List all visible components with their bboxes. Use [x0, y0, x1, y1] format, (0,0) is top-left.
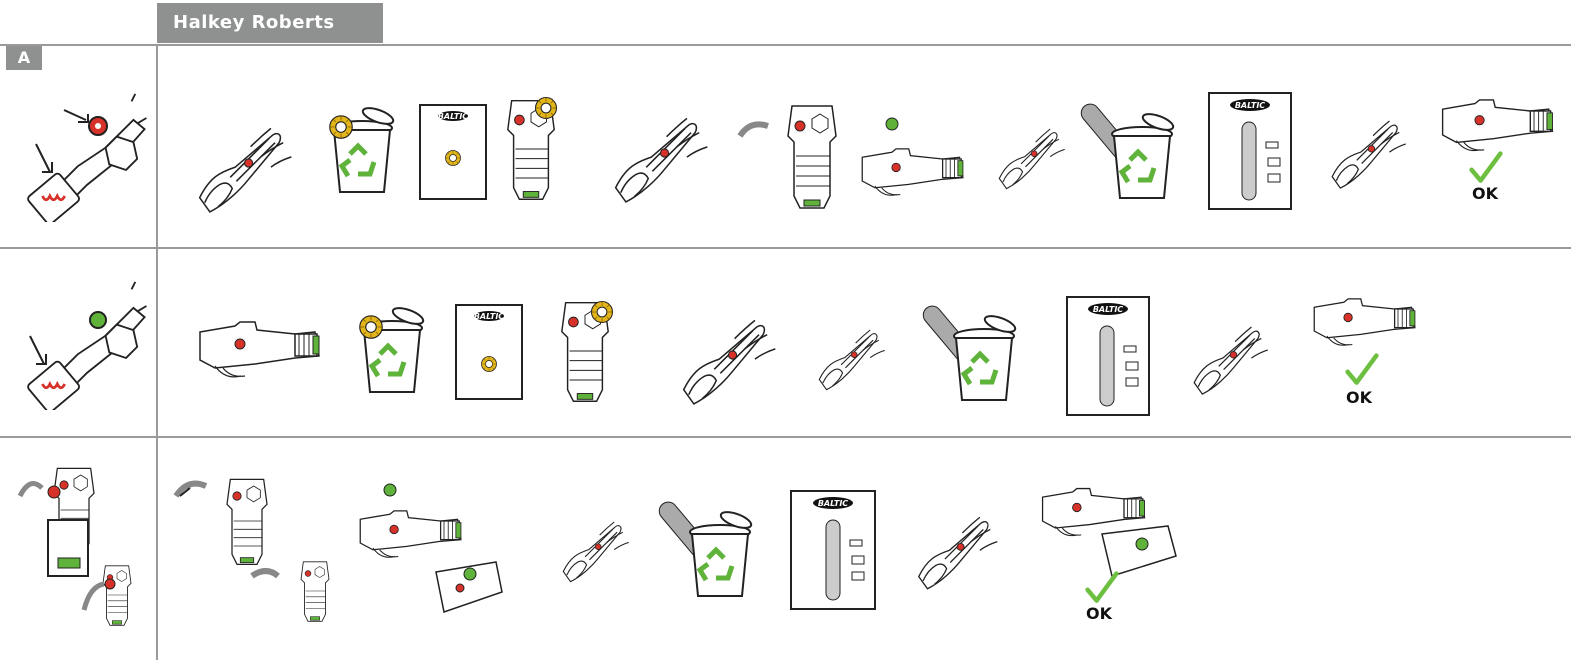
row-3-step-6 — [910, 486, 1006, 606]
hand-icon — [188, 106, 303, 218]
arrow-icon — [62, 106, 92, 126]
row-2-lever-diagram — [22, 280, 152, 410]
row-1-step-4 — [496, 84, 566, 214]
row-1-step-10: BALTIC — [1208, 92, 1292, 210]
column-divider — [156, 44, 158, 660]
bobbin-card-icon: BALTIC — [455, 304, 523, 400]
box-logo-text: BALTIC — [1093, 305, 1123, 314]
row-2-step-8: BALTIC — [1066, 296, 1150, 416]
row-1-lever-diagram — [22, 92, 152, 222]
row-3-step-1 — [172, 466, 342, 626]
inflator-icon — [356, 472, 506, 622]
row-1-step-3: BALTIC — [419, 104, 487, 200]
row-divider — [0, 436, 1571, 438]
row-2-step-1 — [190, 312, 330, 382]
row-2-step-5 — [672, 298, 787, 410]
row-1-step-2 — [322, 106, 402, 196]
card-logo-text: BALTIC — [438, 112, 468, 121]
row-divider — [0, 247, 1571, 249]
inflator-icon — [858, 110, 968, 200]
row-1-result: OK — [1438, 90, 1558, 156]
row-1-step-11 — [1324, 92, 1414, 204]
row-2-step-6 — [812, 298, 892, 410]
row-2-step-4 — [550, 286, 620, 416]
check-icon — [1084, 570, 1120, 606]
row-2-step-9 — [1186, 298, 1276, 410]
cylinder-box-icon: BALTIC — [1066, 296, 1150, 416]
hand-icon — [672, 298, 787, 410]
bobbin-icon — [356, 312, 386, 342]
hand-icon — [556, 490, 636, 602]
ok-label: OK — [1472, 184, 1498, 203]
box-logo-text: BALTIC — [1235, 101, 1265, 110]
row-2-step-2 — [352, 306, 432, 396]
top-divider — [0, 44, 1571, 46]
bobbin-card-icon: BALTIC — [419, 104, 487, 200]
row-3-step-3 — [556, 490, 636, 602]
inflator-icon — [1438, 90, 1558, 156]
bobbin-icon — [326, 112, 356, 142]
row-3-step-2 — [356, 472, 506, 622]
row-2-step-7 — [934, 300, 1024, 404]
hand-icon — [190, 312, 330, 382]
row-1-step-8 — [992, 98, 1072, 208]
brand-tab: Halkey Roberts — [157, 3, 383, 43]
cylinder-box-icon: BALTIC — [1208, 92, 1292, 210]
recycle-bin-icon — [934, 300, 1024, 404]
row-1-step-1 — [188, 106, 303, 218]
row-3-result: OK — [1038, 480, 1178, 580]
row-1-step-9 — [1092, 98, 1182, 202]
card-logo-text: BALTIC — [474, 312, 504, 321]
hand-icon — [812, 298, 892, 410]
hand-icon — [1324, 92, 1414, 204]
hand-icon — [496, 84, 566, 214]
row-1-step-7 — [858, 110, 968, 200]
cylinder-box-icon: BALTIC — [790, 490, 876, 610]
row-2-result: OK — [1310, 290, 1420, 350]
green-indicator-icon — [84, 306, 114, 336]
row-1-step-5 — [604, 96, 719, 208]
inflator-icon — [1310, 290, 1420, 350]
row-2-step-3: BALTIC — [455, 304, 523, 400]
arrow-icon — [26, 334, 50, 374]
hand-icon — [1186, 298, 1276, 410]
check-icon — [1344, 352, 1380, 388]
hand-icon — [910, 486, 1006, 606]
row-3-trigger-diagram — [14, 460, 144, 630]
box-logo-text: BALTIC — [818, 499, 848, 508]
ok-label: OK — [1086, 604, 1112, 623]
row-3-step-4 — [670, 496, 760, 600]
row-3-step-5: BALTIC — [790, 490, 876, 610]
upright-inflator-icon — [738, 96, 828, 216]
row-1-step-6 — [738, 96, 828, 216]
inflator-icon — [1038, 480, 1178, 580]
section-badge: A — [6, 46, 42, 70]
arrow-icon — [32, 142, 56, 182]
hand-icon — [550, 286, 620, 416]
hand-icon — [604, 96, 719, 208]
recycle-bin-icon — [670, 496, 760, 600]
check-icon — [1468, 150, 1504, 186]
recycle-bin-icon — [1092, 98, 1182, 202]
upright-inflator-icon — [172, 466, 342, 626]
hand-icon — [992, 98, 1072, 208]
ok-label: OK — [1346, 388, 1372, 407]
